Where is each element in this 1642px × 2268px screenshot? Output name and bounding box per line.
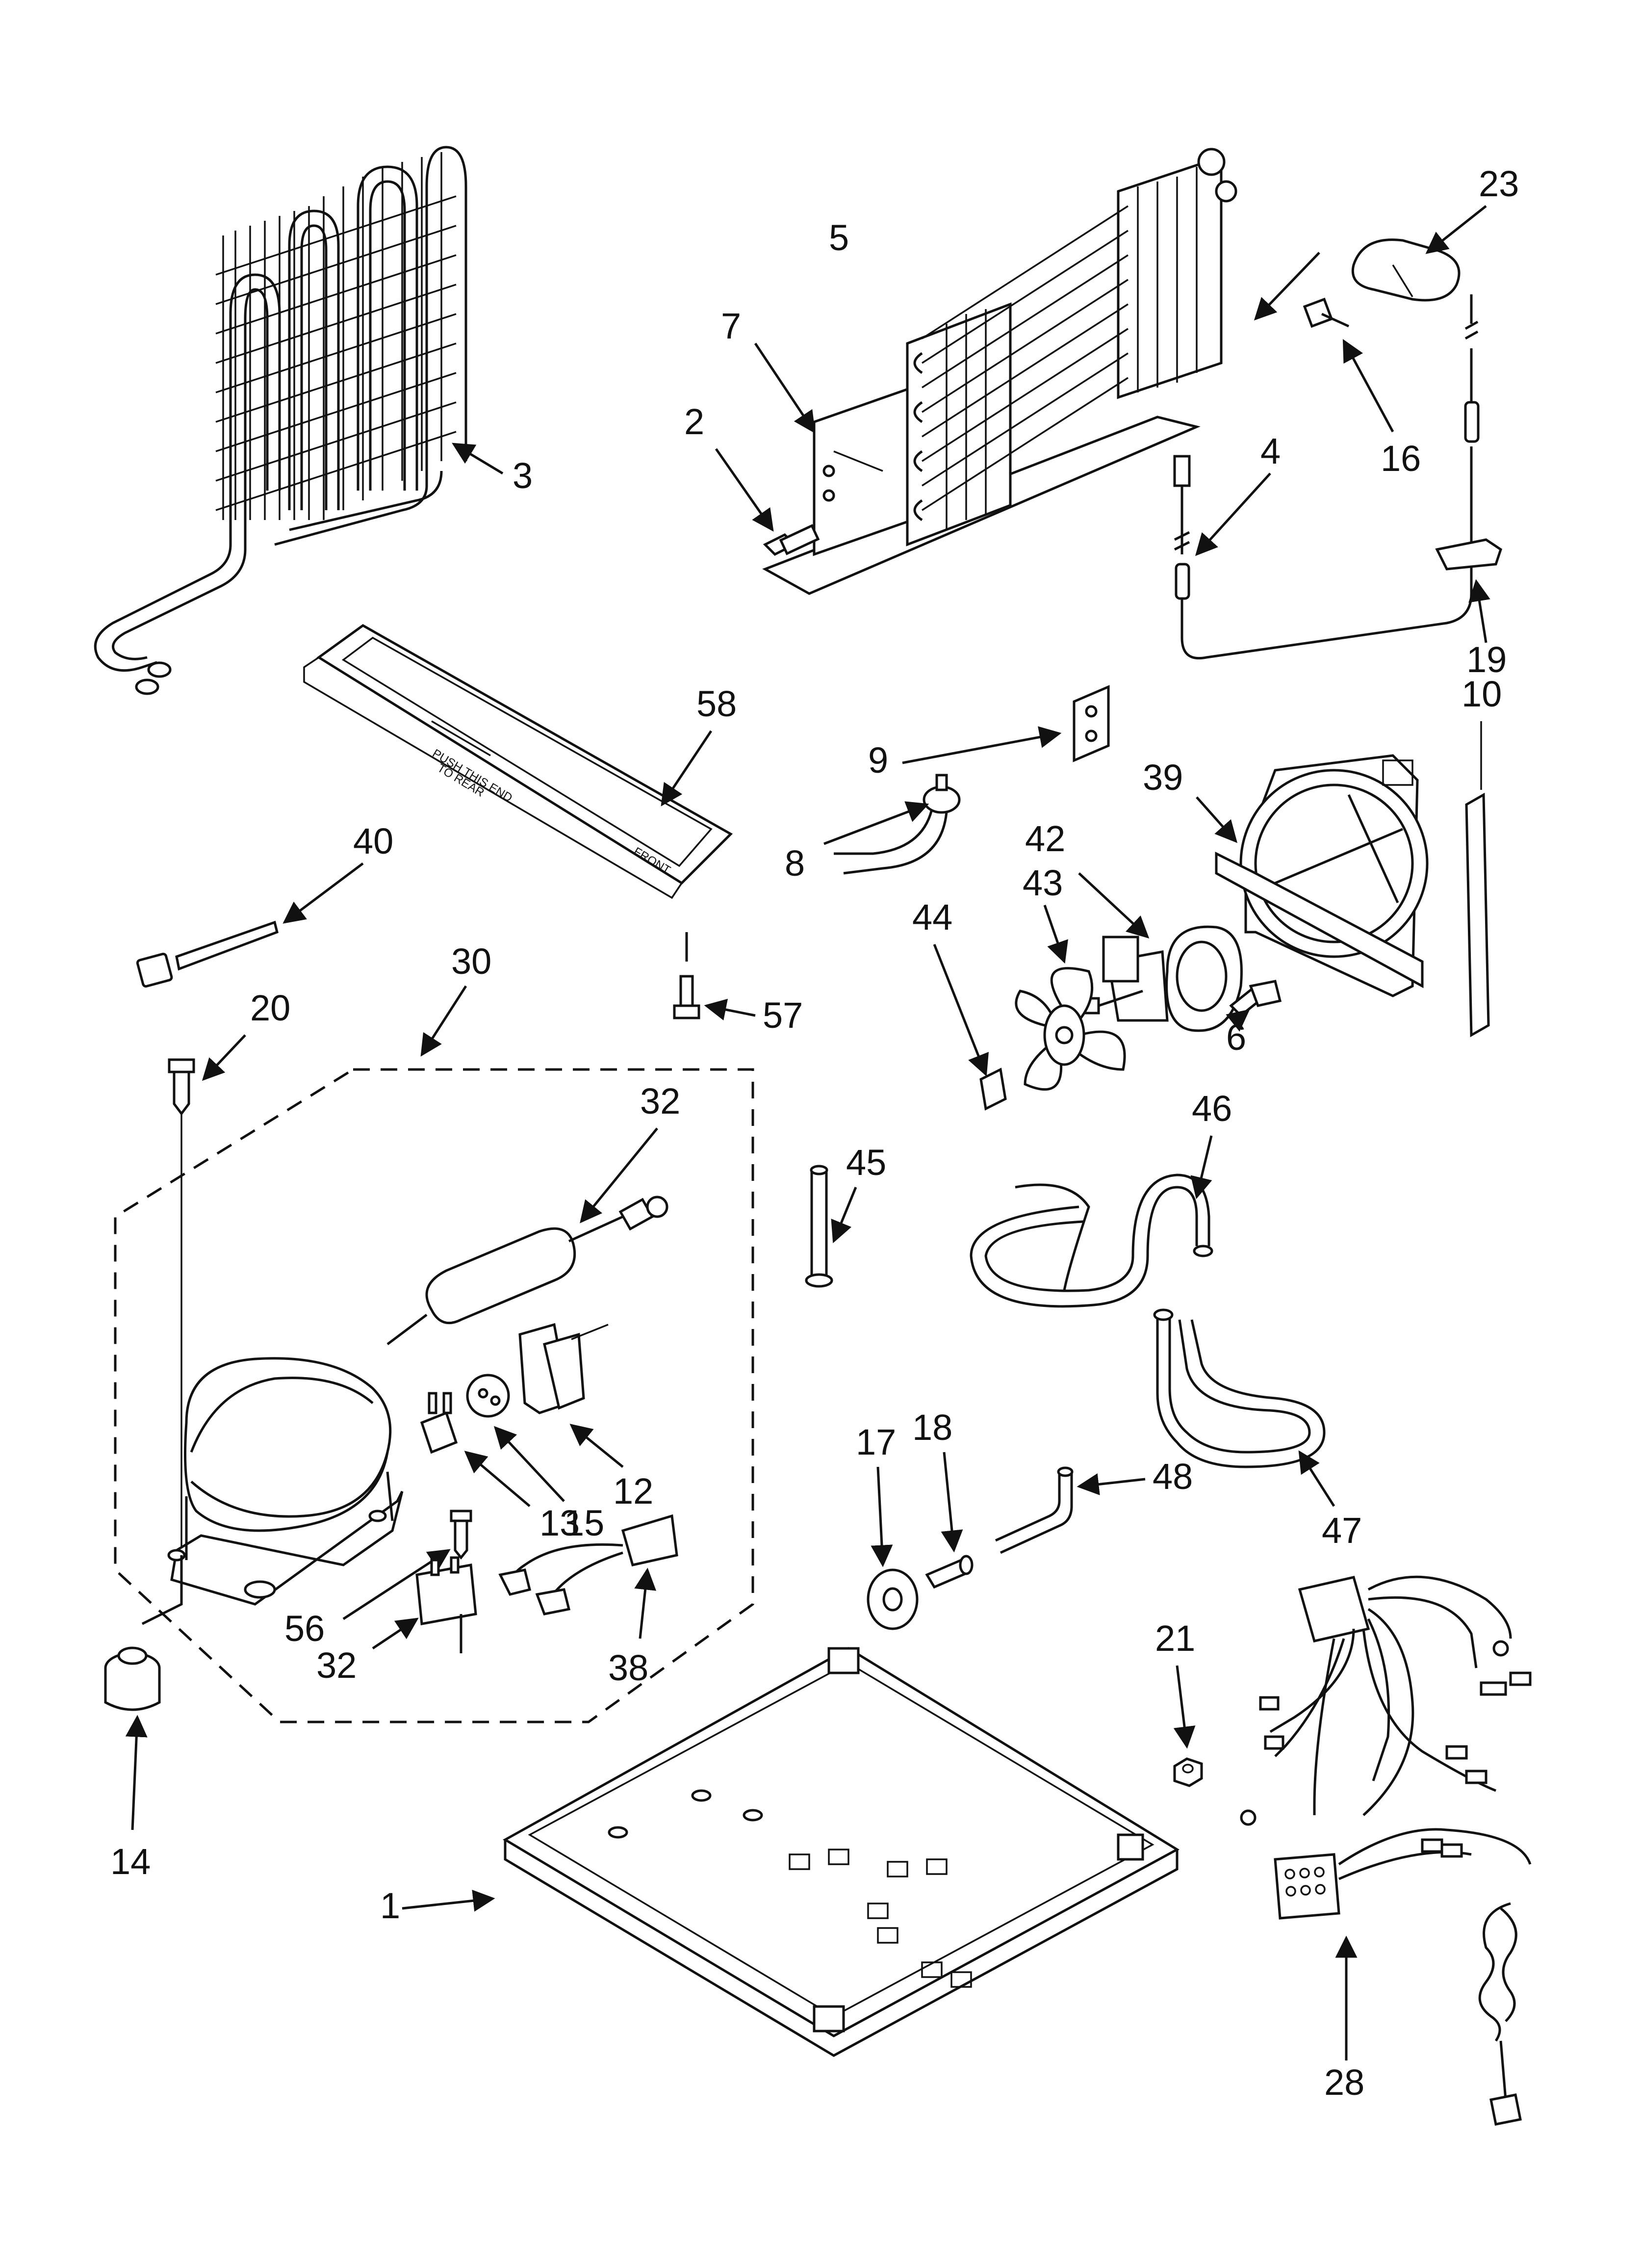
wheel-part-17: [867, 1568, 919, 1630]
cover-part-12: [518, 1323, 609, 1414]
callout-7: 7: [721, 306, 741, 346]
callout-38: 38: [608, 1647, 648, 1688]
screw-part-6: [1229, 980, 1282, 1017]
overload-part-15: [466, 1374, 510, 1418]
switch-part-8: [834, 774, 961, 875]
callout-48: 48: [1153, 1456, 1193, 1497]
fan-shroud-part-39: [1215, 754, 1429, 997]
callout-13: 13: [539, 1503, 580, 1543]
callout-6: 6: [1226, 1017, 1246, 1058]
callout-58: 58: [696, 683, 737, 724]
drain-tray-part-58: PUSH THIS END TO REAR FRONT: [303, 624, 733, 899]
tube-part-47: [1153, 1308, 1326, 1468]
strip-part-10: [1465, 792, 1490, 1038]
callout-21: 21: [1155, 1618, 1195, 1659]
bracket-part-9: [1073, 685, 1110, 762]
evaporator-assembly: [762, 148, 1237, 595]
nut-part-21: [1173, 1757, 1203, 1787]
callout-1: 1: [380, 1885, 400, 1926]
callout-56: 56: [284, 1608, 325, 1649]
callout-17: 17: [856, 1422, 896, 1462]
callout-9: 9: [868, 740, 888, 781]
callout-4: 4: [1260, 431, 1281, 471]
capacitor-part-32: [415, 1556, 477, 1653]
callout-2: 2: [684, 401, 704, 442]
drier-part-29: [386, 1196, 668, 1345]
clip-part-19: [1435, 538, 1502, 571]
callout-44: 44: [912, 897, 952, 938]
callout-32: 32: [316, 1645, 357, 1686]
callout-47: 47: [1322, 1510, 1362, 1551]
callout-18: 18: [912, 1407, 952, 1448]
screw-part-20: [168, 1058, 195, 1555]
callout-23: 23: [1479, 163, 1519, 204]
fan-motor-part-40: [1073, 925, 1243, 1032]
callout-8: 8: [785, 843, 805, 884]
tube-part-48: [995, 1466, 1074, 1554]
relay-part-13: [420, 1392, 458, 1454]
compressor: [141, 1357, 404, 1625]
sensor-part-4: [1173, 294, 1480, 660]
screw-part-2: [763, 524, 820, 556]
condenser-coil: [94, 146, 467, 695]
callout-12: 12: [613, 1471, 653, 1512]
pin-part-45: [805, 1165, 833, 1288]
callout-29: 32: [640, 1081, 680, 1121]
callout-15: 15: [564, 1503, 604, 1543]
screw-part-57: [673, 932, 700, 1019]
callout-45: 45: [846, 1142, 886, 1183]
callout-28: 30: [451, 941, 491, 982]
callout-40: 42: [1025, 818, 1065, 859]
callout-43: 43: [1023, 862, 1063, 903]
callout-57: 57: [763, 995, 803, 1036]
screw-part-16: [1303, 297, 1350, 328]
pad-part-23: [1351, 238, 1461, 302]
callout-19: 19: [1466, 639, 1507, 680]
callout-10: 10: [1462, 674, 1502, 714]
harness-part-38: [498, 1514, 678, 1616]
callout-30: 40: [353, 821, 393, 861]
callout-39: 39: [1143, 757, 1183, 798]
cable-tie-part-30: [136, 920, 279, 988]
grommet-part-14: [104, 1646, 161, 1711]
callout-14: 14: [110, 1841, 151, 1882]
base-frame-part-1: [502, 1647, 1180, 2057]
axle-part-18: [925, 1555, 974, 1589]
compressor-kit-outline-part-28: [114, 1068, 754, 1723]
wire-harness-part-42: [1240, 1575, 1532, 2126]
fan-blade-part-43: [1015, 967, 1126, 1091]
callout-16: 16: [1381, 438, 1421, 479]
callout-46: 46: [1192, 1088, 1232, 1129]
tube-part-46: [970, 1173, 1213, 1308]
callout-5: 5: [829, 217, 849, 258]
callout-3: 3: [513, 455, 533, 496]
screw-part-56: [450, 1510, 472, 1560]
callout-42: 28: [1324, 2062, 1364, 2103]
callout-20: 20: [250, 988, 290, 1028]
clip-part-44: [979, 1068, 1007, 1111]
